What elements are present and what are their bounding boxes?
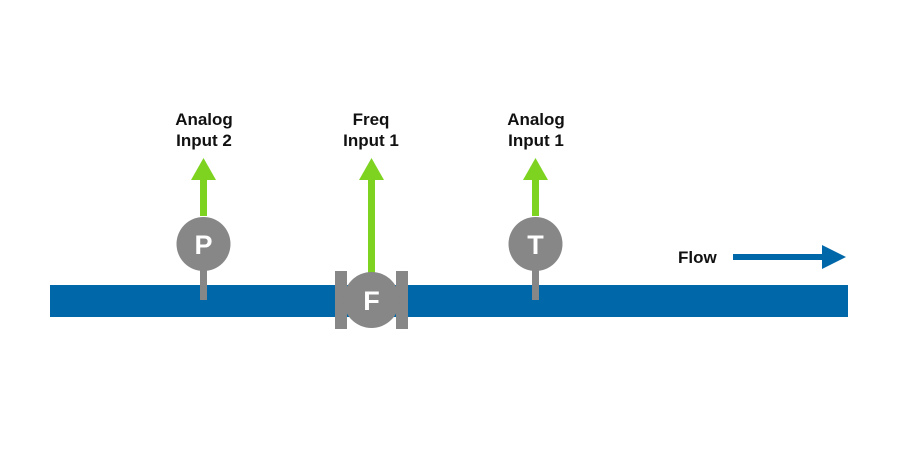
flow-arrow-head <box>359 158 384 180</box>
pressure-arrow-head <box>191 158 216 180</box>
pressure-instrument: P Analog Input 2 <box>175 110 233 300</box>
flow-meter-symbol: F <box>363 286 380 316</box>
temperature-arrow-head <box>523 158 548 180</box>
pressure-stem <box>200 262 207 300</box>
temperature-symbol: T <box>527 230 544 260</box>
flow-meter-label-line2: Input 1 <box>343 131 399 150</box>
flow-arrow-shaft <box>368 178 375 274</box>
pressure-circle <box>176 217 231 271</box>
flow-meter-instrument: F Freq Input 1 <box>335 110 408 329</box>
flow-direction-arrow-shaft <box>733 254 829 260</box>
flow-direction-arrow-head <box>822 245 846 269</box>
flow-meter-label-line1: Freq <box>353 110 390 129</box>
flow-label: Flow <box>678 248 717 267</box>
pressure-label-line2: Input 2 <box>176 131 232 150</box>
temperature-arrow-shaft <box>532 178 539 216</box>
temperature-instrument: T Analog Input 1 <box>507 110 565 300</box>
flange-right <box>396 271 408 329</box>
temperature-stem <box>532 262 539 300</box>
flow-direction-indicator: Flow <box>678 245 846 269</box>
temperature-label-line1: Analog <box>507 110 565 129</box>
pressure-label-line1: Analog <box>175 110 233 129</box>
pressure-arrow-shaft <box>200 178 207 216</box>
flange-left <box>335 271 347 329</box>
pipe <box>50 285 848 317</box>
temperature-label-line2: Input 1 <box>508 131 564 150</box>
flow-meter-circle <box>343 272 400 328</box>
pressure-symbol: P <box>194 230 212 260</box>
temperature-circle <box>508 217 563 271</box>
